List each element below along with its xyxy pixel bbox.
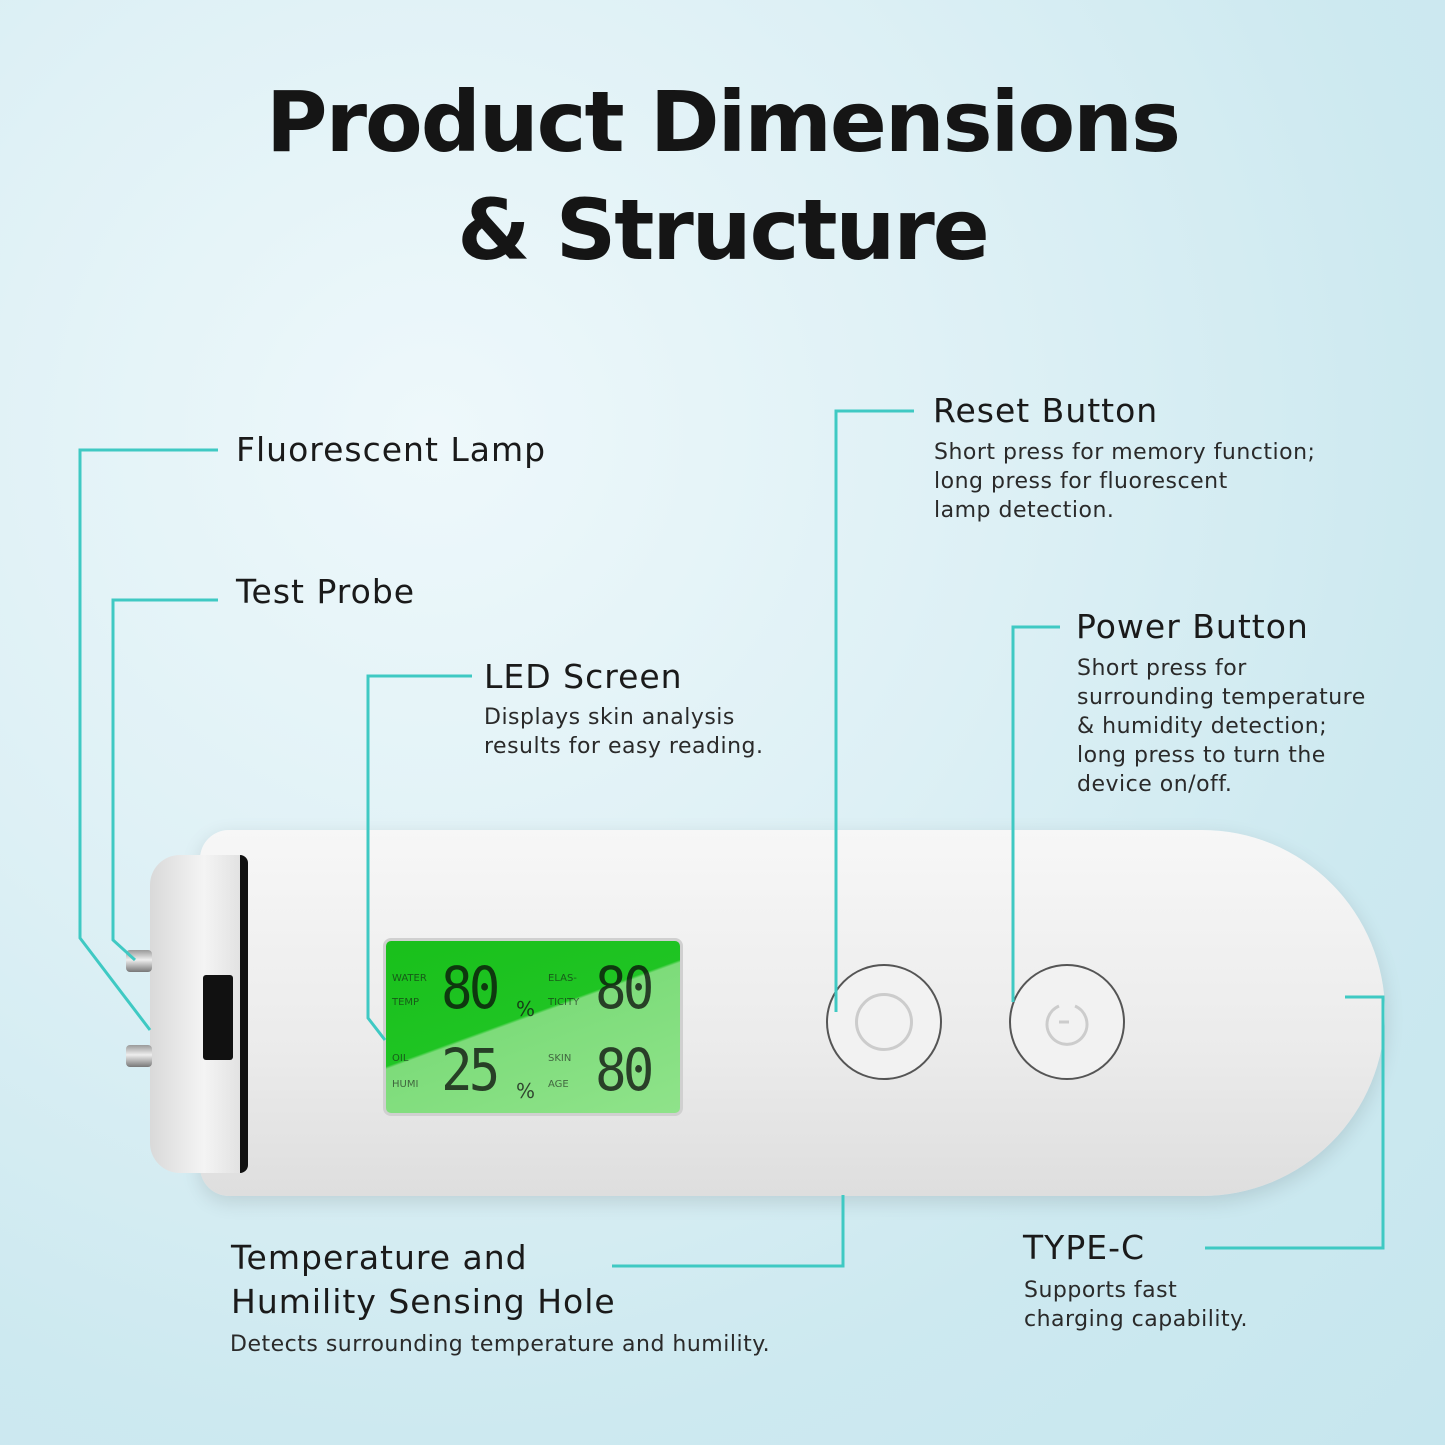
lcd-label-skin: SKIN [548, 1053, 572, 1064]
type-c-label: TYPE-C [1023, 1228, 1146, 1267]
lcd-label-humi: HUMI [392, 1079, 419, 1090]
lcd-percent-1: % [516, 997, 536, 1021]
desc-line: Short press for [1077, 656, 1247, 681]
line-reset-button [834, 409, 914, 1012]
sensing-hole-desc: Detects surrounding temperature and humi… [230, 1332, 771, 1357]
line-power-button [1011, 625, 1060, 1002]
fluorescent-lamp [203, 975, 233, 1060]
label-line: Humility Sensing Hole [231, 1282, 616, 1321]
lcd-label-temp: TEMP [392, 997, 420, 1008]
desc-line: lamp detection. [934, 498, 1115, 523]
reset-button-desc: Short press for memory function; long pr… [934, 438, 1315, 525]
lcd-percent-2: % [516, 1079, 536, 1103]
lcd-oil-value: 25 [441, 1036, 500, 1104]
desc-line: & humidity detection; [1077, 714, 1328, 739]
desc-line: long press to turn the [1077, 743, 1326, 768]
desc-line: results for easy reading. [484, 734, 764, 759]
desc-line: Supports fast [1024, 1278, 1178, 1303]
desc-line: Short press for memory function; [934, 440, 1316, 465]
led-screen-label: LED Screen [484, 657, 683, 696]
led-screen-desc: Displays skin analysis results for easy … [484, 703, 764, 761]
reset-circle-icon [855, 993, 913, 1051]
reset-button-label: Reset Button [933, 391, 1159, 430]
lcd-skin-age-value: 80 [595, 1036, 654, 1104]
power-icon [1045, 1004, 1089, 1046]
lcd-label-ticity: TICITY [548, 997, 580, 1008]
line-test-probe [111, 598, 218, 962]
line-sensing-hole [612, 1195, 845, 1268]
test-probe-top [126, 950, 152, 972]
desc-line: long press for fluorescent [934, 469, 1228, 494]
power-button-desc: Short press for surrounding temperature … [1077, 654, 1366, 799]
sensing-hole-label: Temperature and Humility Sensing Hole [231, 1236, 616, 1324]
desc-line: charging capability. [1024, 1307, 1248, 1332]
desc-line: Displays skin analysis [484, 705, 735, 730]
type-c-desc: Supports fast charging capability. [1024, 1276, 1248, 1334]
lcd-label-water: WATER [392, 973, 427, 984]
label-line: Temperature and [231, 1238, 528, 1277]
test-probe-bottom [126, 1045, 152, 1067]
title-line-1: Product Dimensions [266, 73, 1181, 171]
desc-line: device on/off. [1077, 772, 1233, 797]
line-led-screen [366, 674, 472, 1041]
lcd-elasticity-value: 80 [595, 954, 654, 1022]
power-button-label: Power Button [1076, 607, 1309, 646]
fluorescent-lamp-label: Fluorescent Lamp [236, 430, 547, 469]
lcd-label-age: AGE [548, 1079, 569, 1090]
reset-button[interactable] [826, 964, 942, 1080]
line-type-c [1205, 995, 1385, 1250]
led-screen: WATER TEMP OIL HUMI ELAS- TICITY SKIN AG… [383, 938, 683, 1116]
lcd-label-oil: OIL [392, 1053, 409, 1064]
power-button[interactable] [1009, 964, 1125, 1080]
desc-line: surrounding temperature [1077, 685, 1366, 710]
lcd-label-elas: ELAS- [548, 973, 577, 984]
title-line-2: & Structure [457, 181, 990, 279]
test-probe-label: Test Probe [236, 572, 416, 611]
lcd-water-value: 80 [441, 954, 500, 1022]
line-fluorescent-lamp [78, 448, 218, 1031]
